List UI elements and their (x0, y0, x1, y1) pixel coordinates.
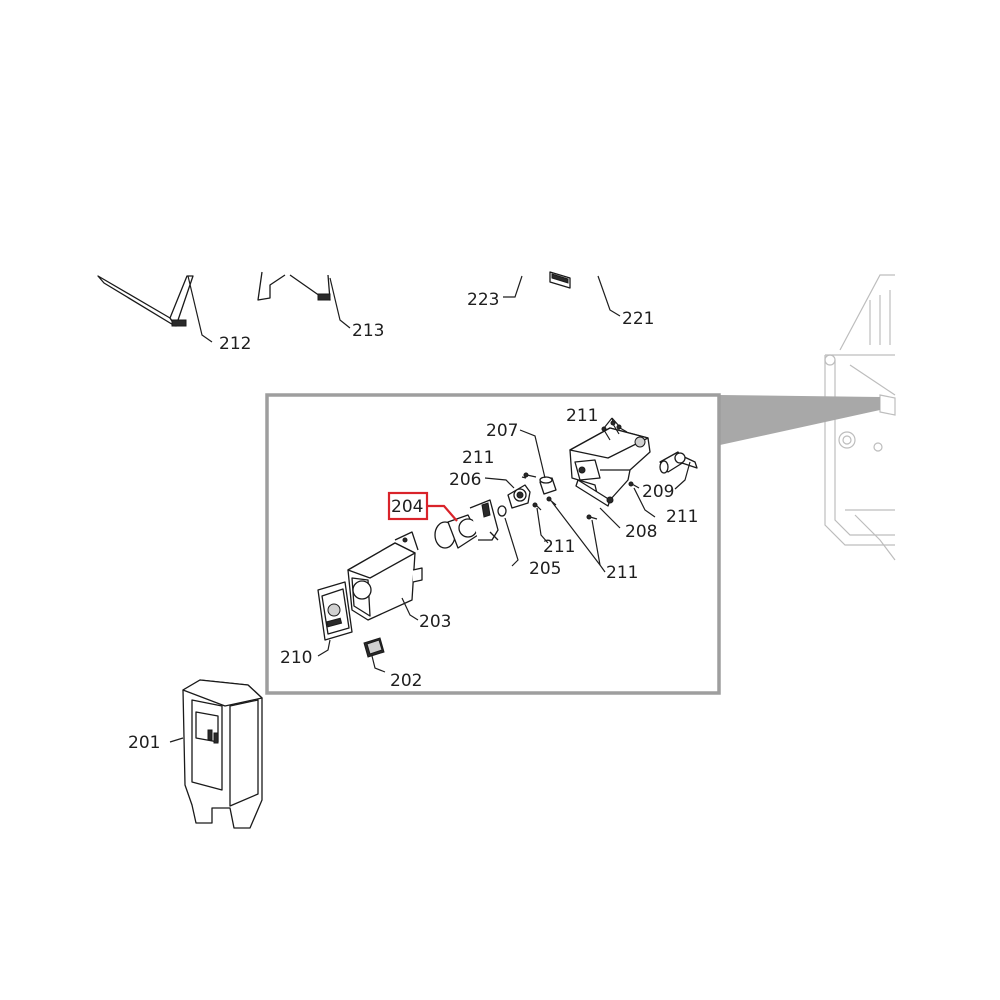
leader-lines (169, 275, 691, 743)
label-211-top: 211 (566, 406, 598, 426)
label-211-center: 211 (543, 537, 575, 557)
refrigerator-body-outline (824, 274, 896, 561)
o-ring-part-205 (497, 505, 507, 517)
knob-part-202 (363, 637, 385, 658)
label-223: 223 (467, 290, 499, 310)
bracket-part-213 (257, 271, 331, 301)
housing-part-203 (347, 531, 423, 621)
flange-part-206 (507, 484, 531, 509)
inset-pointer-wedge (720, 395, 880, 445)
label-207: 207 (486, 421, 518, 441)
label-209: 209 (642, 482, 674, 502)
bracket-assembly-part-208 (569, 427, 651, 507)
part-221 (549, 271, 571, 289)
label-211-bottom: 211 (606, 563, 638, 583)
screw-parts-211 (523, 420, 640, 520)
label-205: 205 (529, 559, 561, 579)
label-212: 212 (219, 334, 251, 354)
dispenser-part-201 (182, 679, 263, 829)
label-221: 221 (622, 309, 654, 329)
label-204: 204 (391, 497, 423, 517)
label-203: 203 (419, 612, 451, 632)
valve-rotor-part-204 (434, 499, 499, 549)
label-213: 213 (352, 321, 384, 341)
label-211-left: 211 (462, 448, 494, 468)
label-206: 206 (449, 470, 481, 490)
label-210: 210 (280, 648, 312, 668)
label-202: 202 (390, 671, 422, 691)
shelf-part-212 (97, 275, 194, 327)
label-208: 208 (625, 522, 657, 542)
label-211-right: 211 (666, 507, 698, 527)
front-cover-plate-210 (317, 581, 353, 641)
label-201: 201 (128, 733, 160, 753)
highlighted-callout-204 (387, 491, 458, 522)
pin-part-207 (539, 476, 557, 495)
